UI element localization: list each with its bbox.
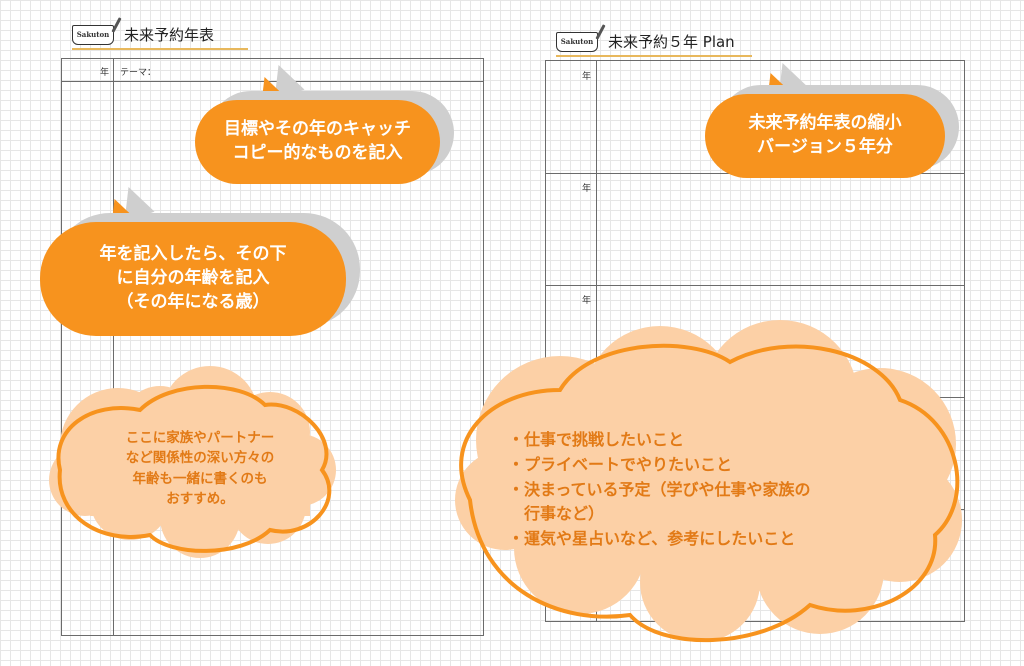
sakuton-logo: Sakuton [556, 23, 606, 52]
left-theme-label: テーマ： [120, 68, 157, 78]
cloud-line: ・決まっている予定（学びや仕事や家族の [508, 479, 811, 499]
logo-text: Sakuton [76, 30, 110, 39]
logo-text: Sakuton [560, 37, 594, 46]
callout-line: コピー的なものを記入 [232, 143, 403, 163]
left-year-sheet: 年 テーマ： [61, 58, 484, 636]
cloud-line: ・運気や星占いなど、参考にしたいこと [508, 529, 796, 549]
right-title-text: 未来予約５年 Plan [608, 33, 735, 51]
right-year-label: 年 [582, 72, 592, 82]
callout-line: 目標やその年のキャッチ [224, 119, 411, 140]
callout-line: 未来予約年表の縮小 [748, 113, 902, 134]
callout-5year: 未来予約年表の縮小 バージョン５年分 [705, 94, 945, 178]
cloud-line: ・プライベートでやりたいこと [508, 454, 733, 474]
right-sheet-row-line [546, 285, 964, 286]
cloud-line: おすすめ。 [166, 490, 234, 507]
right-sheet-divider [596, 61, 597, 621]
left-sheet-header-line [62, 81, 483, 82]
sakuton-logo: Sakuton [72, 16, 122, 45]
cloud-line: 行事など） [508, 504, 605, 524]
left-page-title: Sakuton 未来予約年表 [72, 16, 248, 50]
cloud-line: ここに家族やパートナー [125, 430, 275, 446]
callout-line: に自分の年齢を記入 [116, 268, 270, 289]
left-cloud-text: ここに家族やパートナー など関係性の深い方々の 年齢も一緒に書くのも おすすめ。 [80, 428, 320, 509]
right-page-title: Sakuton 未来予約５年 Plan [556, 23, 752, 57]
callout-line: （その年になる歳） [116, 291, 270, 312]
right-year-label: 年 [582, 184, 592, 194]
callout-line: バージョン５年分 [757, 137, 893, 157]
left-sheet-divider [113, 59, 114, 635]
cloud-line: ・仕事で挑戦したいこと [508, 430, 685, 449]
callout-age: 年を記入したら、その下 に自分の年齢を記入 （その年になる歳） [40, 222, 346, 336]
left-title-text: 未来予約年表 [124, 26, 215, 44]
right-cloud-text: ・仕事で挑戦したいこと ・プライベートでやりたいこと ・決まっている予定（学びや… [508, 428, 928, 552]
callout-line: 年を記入したら、その下 [99, 244, 287, 265]
left-year-label: 年 [100, 68, 110, 78]
callout-catchcopy: 目標やその年のキャッチ コピー的なものを記入 [195, 100, 440, 184]
right-year-label: 年 [582, 296, 592, 306]
cloud-line: など関係性の深い方々の [125, 450, 275, 467]
cloud-line: 年齢も一緒に書くのも [132, 470, 268, 487]
